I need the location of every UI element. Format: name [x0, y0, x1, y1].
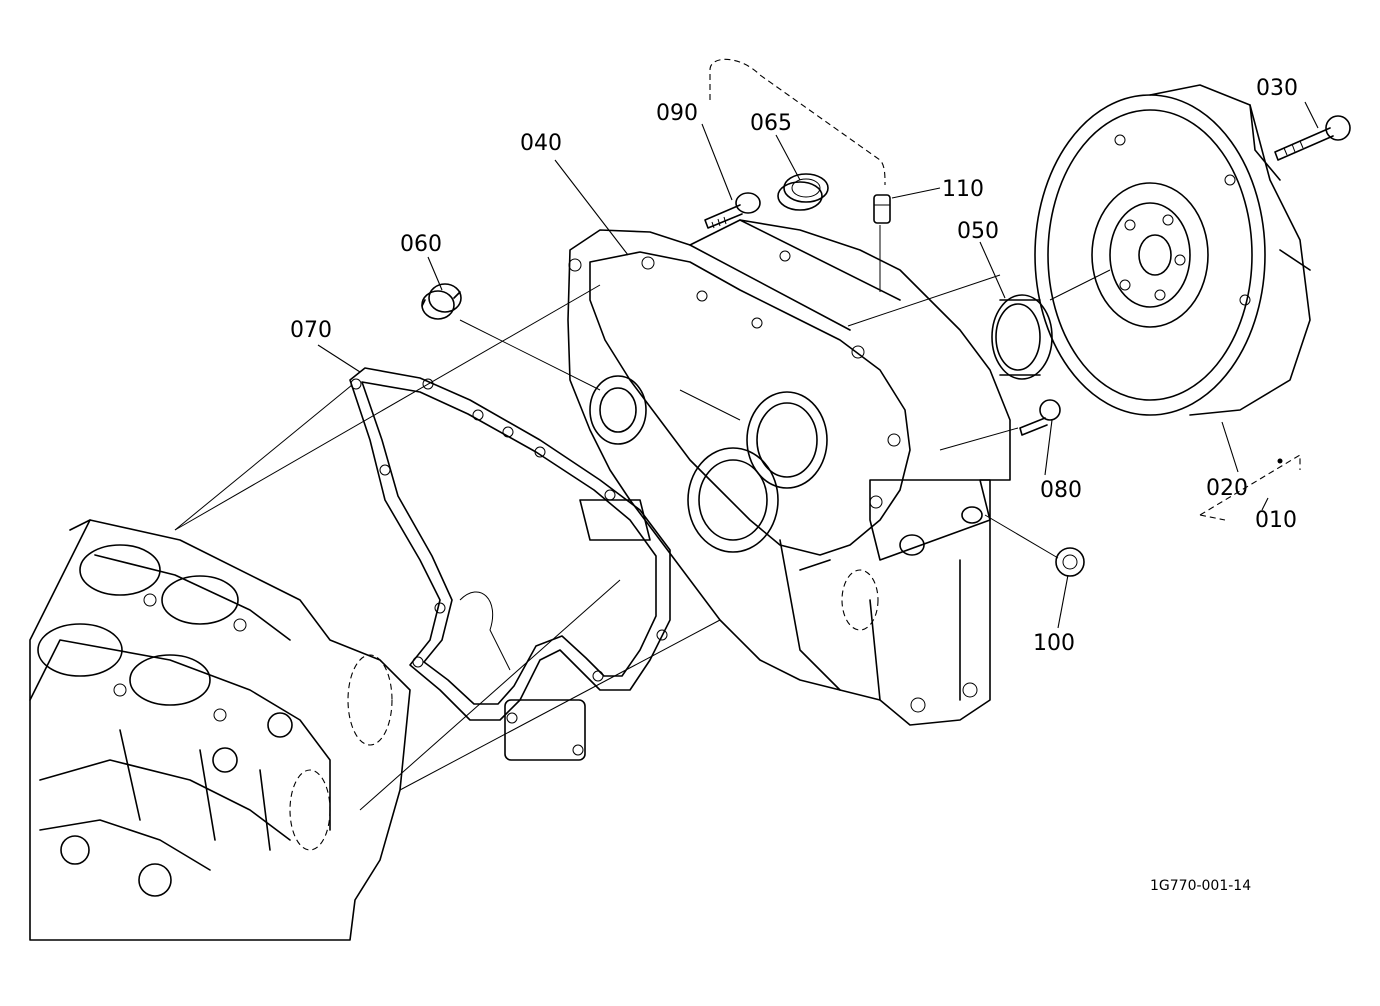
- pipe-110: [709, 58, 891, 224]
- seal-065: [777, 173, 829, 211]
- callout-050: 050: [957, 219, 999, 244]
- bolt-030: [1274, 115, 1351, 161]
- gear-case-040: [567, 219, 1011, 726]
- bolt-090: [704, 192, 761, 229]
- callout-030: 030: [1256, 76, 1298, 101]
- callout-020: 020: [1206, 476, 1248, 501]
- callout-labels: 040 090 065 110 060 070 050 030 080 020 …: [290, 76, 1298, 894]
- washer-100: [1055, 547, 1085, 577]
- bolt-080: [1019, 399, 1061, 436]
- callout-060: 060: [400, 232, 442, 257]
- callout-070: 070: [290, 318, 332, 343]
- assembly-lines: [174, 225, 1301, 811]
- flywheel-020: [1034, 84, 1311, 464]
- oil-seal-050: [991, 294, 1053, 380]
- engine-block: [29, 519, 411, 941]
- callout-065: 065: [750, 111, 792, 136]
- callout-080: 080: [1040, 478, 1082, 503]
- gasket-070: [349, 367, 671, 761]
- drawing-code: 1G770-001-14: [1150, 878, 1251, 894]
- callout-040: 040: [520, 131, 562, 156]
- callout-010: 010: [1255, 508, 1297, 533]
- leader-lines: [317, 101, 1319, 629]
- plug-060: [421, 283, 462, 320]
- callout-090: 090: [656, 101, 698, 126]
- callout-100: 100: [1033, 631, 1075, 656]
- callout-110: 110: [942, 177, 984, 202]
